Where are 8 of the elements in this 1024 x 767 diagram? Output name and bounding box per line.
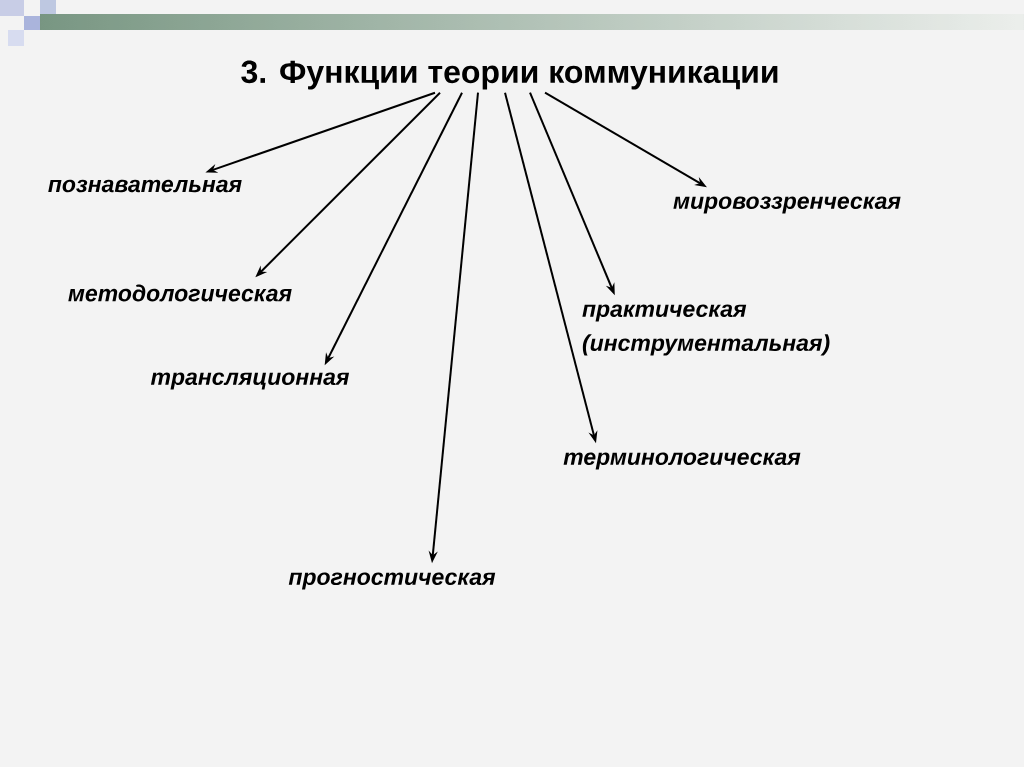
function-label: прогностическая — [288, 572, 496, 590]
function-label: методологическая — [68, 284, 292, 302]
function-label: мировоззренческая — [673, 196, 901, 214]
function-label: практическая (инструментальная) — [582, 304, 830, 356]
title: 3. Функции теории коммуникации — [241, 60, 778, 90]
function-label: терминологическая — [563, 452, 801, 470]
function-label: познавательная — [48, 179, 242, 193]
function-label: трансляционная — [150, 372, 350, 390]
